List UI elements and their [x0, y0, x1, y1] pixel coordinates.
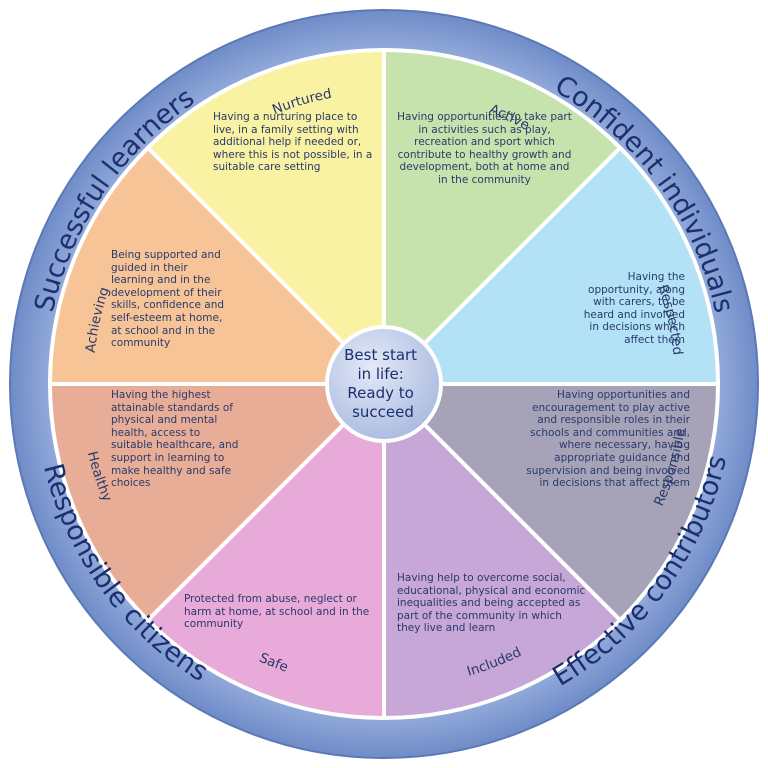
segment-included	[147, 384, 384, 718]
center-line-4: succeed	[352, 403, 414, 421]
segment-text-responsible: Having opportunities and encouragement t…	[526, 389, 690, 490]
segment-responsible	[384, 384, 621, 718]
center-circle	[325, 325, 443, 443]
segment-text-achieving: Being supported and guided in their lear…	[111, 249, 225, 350]
segment-text-active: Having opportunities to take part in act…	[397, 111, 572, 186]
segment-text-healthy: Having the highest attainable standards …	[111, 389, 239, 490]
segment-achieving	[147, 50, 384, 384]
center-line-2: in life:	[357, 365, 403, 383]
segment-healthy	[50, 147, 384, 384]
segment-active	[384, 147, 718, 384]
segment-respected	[384, 384, 718, 621]
segment-safe	[50, 384, 384, 621]
segment-text-respected: Having the opportunity, along with carer…	[583, 271, 685, 346]
center-line-3: Ready to	[347, 384, 413, 402]
inner-rim	[48, 48, 720, 720]
segment-text-nurtured: Having a nurturing place to live, in a f…	[213, 111, 373, 174]
segment-text-safe: Protected from abuse, neglect or harm at…	[184, 593, 370, 631]
center-line-1: Best start	[344, 346, 417, 364]
svg-text:Best start in life: Re: Best start in life: Ready to succeed	[344, 346, 422, 421]
segment-nurtured	[384, 50, 621, 384]
segment-text-included: Having help to overcome social, educatio…	[397, 572, 586, 635]
